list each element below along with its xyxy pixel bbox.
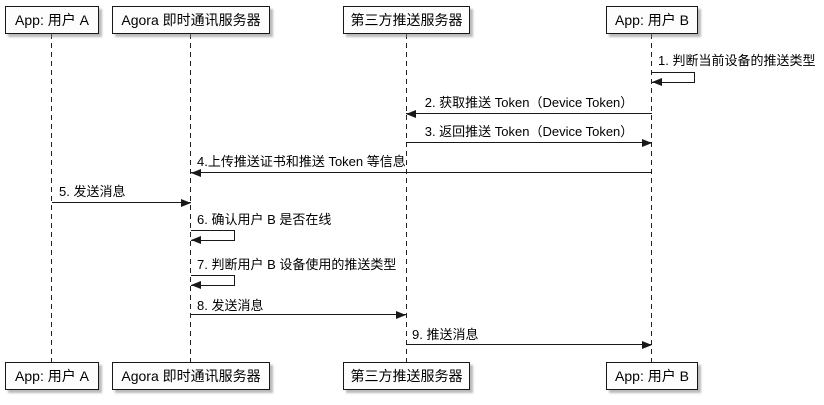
lifeline-agora-im-server	[190, 34, 191, 362]
participant-label: 第三方推送服务器	[350, 368, 463, 384]
arrowhead-right-icon	[396, 310, 406, 319]
arrowhead-left-icon	[191, 168, 201, 177]
message-label-5: 5. 发送消息	[59, 184, 126, 199]
message-label-9: 9. 推送消息	[412, 327, 479, 342]
participant-label: 第三方推送服务器	[350, 12, 463, 28]
lifeline-third-party-push-server	[406, 34, 407, 362]
lifeline-app-user-a	[51, 34, 52, 362]
message-label-1: 1. 判断当前设备的推送类型	[658, 53, 816, 68]
participant-label: App: 用户 A	[15, 12, 89, 28]
participant-box-top-app-user-b: App: 用户 B	[606, 6, 698, 34]
message-self-loop-1	[652, 72, 695, 83]
participant-label: App: 用户 B	[615, 12, 689, 28]
participant-box-top-third-party-push-server: 第三方推送服务器	[343, 6, 470, 34]
participant-label: App: 用户 A	[15, 368, 89, 384]
participant-label: Agora 即时通讯服务器	[121, 368, 261, 384]
arrowhead-left-icon	[652, 78, 662, 86]
lifeline-app-user-b	[651, 34, 652, 362]
message-label-4: 4.上传推送证书和推送 Token 等信息	[197, 154, 406, 169]
message-label-8: 8. 发送消息	[197, 298, 264, 313]
message-self-loop-7	[191, 275, 235, 286]
message-line-5	[52, 202, 191, 203]
participant-label: Agora 即时通讯服务器	[121, 12, 261, 28]
participant-box-top-app-user-a: App: 用户 A	[5, 6, 99, 34]
message-line-8	[191, 314, 406, 315]
message-line-2	[406, 113, 652, 114]
message-label-6: 6. 确认用户 B 是否在线	[197, 212, 332, 227]
participant-label: App: 用户 B	[615, 368, 689, 384]
arrowhead-right-icon	[642, 138, 652, 147]
message-self-loop-6	[191, 230, 235, 241]
message-line-3	[406, 142, 652, 143]
participant-box-bottom-third-party-push-server: 第三方推送服务器	[343, 362, 470, 390]
message-label-2: 2. 获取推送 Token（Device Token）	[424, 95, 634, 110]
participant-box-top-agora-im-server: Agora 即时通讯服务器	[112, 6, 270, 34]
arrowhead-left-icon	[191, 281, 201, 289]
message-label-7: 7. 判断用户 B 设备使用的推送类型	[197, 257, 397, 272]
message-label-3: 3. 返回推送 Token（Device Token）	[424, 124, 634, 139]
arrowhead-left-icon	[406, 109, 416, 118]
arrowhead-right-icon	[181, 198, 191, 207]
participant-box-bottom-agora-im-server: Agora 即时通讯服务器	[112, 362, 270, 390]
arrowhead-right-icon	[642, 340, 652, 349]
message-line-9	[406, 344, 652, 345]
arrowhead-left-icon	[191, 236, 201, 244]
participant-box-bottom-app-user-b: App: 用户 B	[606, 362, 698, 390]
message-line-4	[191, 172, 652, 173]
participant-box-bottom-app-user-a: App: 用户 A	[5, 362, 99, 390]
